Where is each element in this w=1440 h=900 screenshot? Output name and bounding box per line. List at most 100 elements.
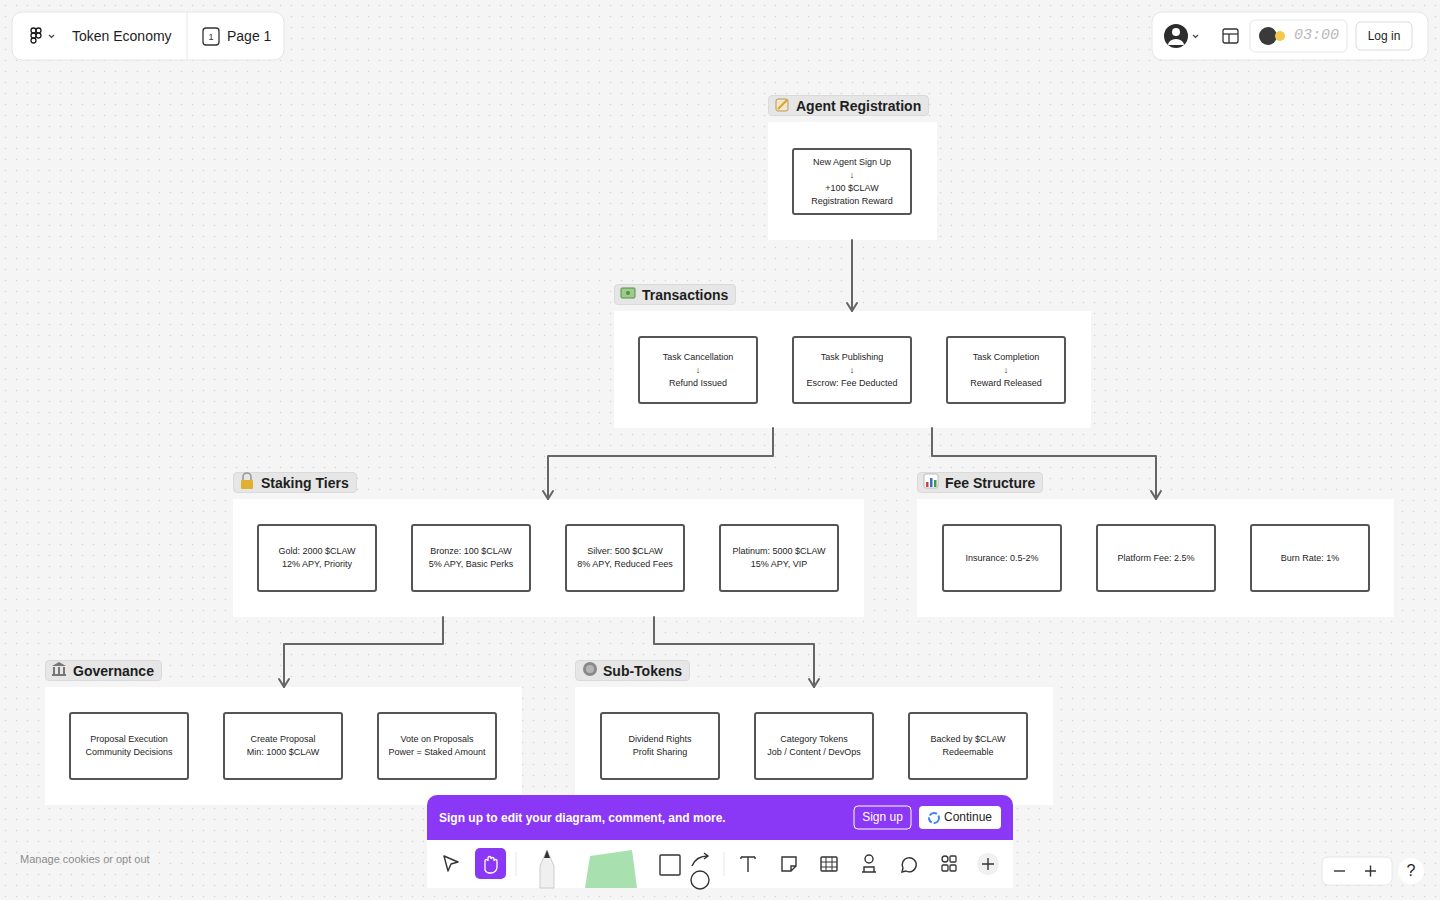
widget-tool: [950, 865, 956, 871]
section-heading: Governance: [45, 660, 162, 681]
box-text: Redeemable: [942, 746, 993, 759]
avatar: [1164, 24, 1188, 48]
table-grid: [821, 857, 837, 871]
box-text: Insurance: 0.5-2%: [965, 552, 1038, 565]
timer-icon: [1259, 27, 1277, 45]
pen-tool: [540, 850, 554, 888]
section-heading: Sub-Tokens: [575, 660, 690, 681]
continue-label: Continue: [944, 806, 1001, 829]
avatar-body: [1168, 39, 1184, 45]
flow-connector: [284, 617, 443, 687]
process-box: Proposal ExecutionCommunity Decisions: [69, 712, 189, 780]
box-text: Task Cancellation: [663, 351, 734, 364]
box-text: 15% APY, VIP: [751, 558, 807, 571]
box-text: ↓: [850, 169, 855, 182]
chevron: [1193, 35, 1198, 38]
box-text: 8% APY, Reduced Fees: [577, 558, 672, 571]
building-icon: [52, 662, 66, 676]
text-tool: [741, 857, 755, 872]
circle-tool: [691, 871, 709, 889]
box-text: Dividend Rights: [628, 733, 691, 746]
timer-readout: 03:00: [1294, 26, 1342, 46]
tool-panel: [427, 840, 1013, 888]
hand-tool-active: [475, 848, 506, 879]
divider: [724, 852, 725, 876]
process-box: Category TokensJob / Content / DevOps: [754, 712, 874, 780]
box-text: Silver: 500 $CLAW: [587, 545, 663, 558]
more-tool: [977, 853, 999, 875]
process-box: Backed by $CLAWRedeemable: [908, 712, 1028, 780]
login-label: Log in: [1356, 22, 1412, 50]
section-panel: Agent RegistrationNew Agent Sign Up↓+100…: [768, 122, 937, 240]
login-button: [1356, 22, 1412, 50]
box-text: Reward Released: [970, 377, 1042, 390]
box-text: Proposal Execution: [90, 733, 168, 746]
page-icon: [203, 28, 219, 45]
timer-star: [1275, 31, 1285, 41]
box-text: Platform Fee: 2.5%: [1117, 552, 1194, 565]
layout-icon-line: [1223, 33, 1238, 34]
zoom-panel: [1322, 857, 1392, 885]
top-right-bar: [1152, 12, 1428, 60]
memo-icon: [776, 99, 788, 111]
select-tool: [444, 856, 458, 871]
section-tool: [782, 857, 796, 871]
zoom-controls: [1322, 857, 1424, 885]
toolbar-panel: [1152, 12, 1428, 60]
process-box: Task Cancellation↓Refund Issued: [638, 336, 758, 404]
page-name: Page 1: [227, 26, 297, 46]
box-text: Backed by $CLAW: [930, 733, 1005, 746]
timer-panel: [1250, 20, 1347, 52]
bottom-toolbar: [427, 795, 1013, 889]
box-text: Task Completion: [973, 351, 1040, 364]
section-panel: Staking TiersGold: 2000 $CLAW12% APY, Pr…: [233, 499, 864, 617]
tool-panel-bottom: [427, 860, 1013, 888]
page-number: 1: [203, 28, 219, 45]
box-text: ↓: [1004, 364, 1009, 377]
file-title: Token Economy: [72, 26, 172, 46]
process-box: Gold: 2000 $CLAW12% APY, Priority: [257, 524, 377, 592]
box-text: Bronze: 100 $CLAW: [430, 545, 512, 558]
connector-tool: [692, 853, 708, 866]
widget-tool: [950, 856, 956, 862]
box-text: Create Proposal: [250, 733, 315, 746]
signup-banner: [427, 795, 1013, 888]
signup-button: [854, 806, 911, 829]
box-text: Community Decisions: [85, 746, 172, 759]
flow-connector: [851, 240, 853, 311]
box-text: Escrow: Fee Deducted: [806, 377, 897, 390]
table-tool: [821, 857, 837, 871]
widget-tool: [942, 856, 948, 862]
plus-icon: [982, 858, 994, 870]
process-box: Platinum: 5000 $CLAW15% APY, VIP: [719, 524, 839, 592]
stamp-tool: [865, 855, 873, 863]
box-text: Gold: 2000 $CLAW: [278, 545, 355, 558]
box-text: Platinum: 5000 $CLAW: [732, 545, 825, 558]
box-text: ↓: [696, 364, 701, 377]
lock-icon: [241, 473, 253, 489]
process-box: Create ProposalMin: 1000 $CLAW: [223, 712, 343, 780]
process-box: New Agent Sign Up↓+100 $CLAWRegistration…: [792, 148, 912, 215]
process-box: Dividend RightsProfit Sharing: [600, 712, 720, 780]
process-box: Task Publishing↓Escrow: Fee Deducted: [792, 336, 912, 404]
box-text: New Agent Sign Up: [813, 156, 891, 169]
process-box: Task Completion↓Reward Released: [946, 336, 1066, 404]
box-text: Burn Rate: 1%: [1281, 552, 1340, 565]
flow-connector: [548, 428, 773, 499]
flow-connector: [654, 617, 814, 687]
toolbar-panel: [12, 12, 284, 60]
flow-connector: [932, 428, 1156, 499]
box-text: Category Tokens: [780, 733, 847, 746]
box-text: Task Publishing: [821, 351, 884, 364]
continue-button: [919, 806, 1001, 829]
avatar-head: [1172, 28, 1180, 36]
box-text: Profit Sharing: [633, 746, 688, 759]
sticky-tool: [585, 850, 637, 888]
section-panel: Sub-TokensDividend RightsProfit SharingC…: [575, 687, 1053, 805]
section-panel: GovernanceProposal ExecutionCommunity De…: [45, 687, 522, 805]
banner-text: Sign up to edit your diagram, comment, a…: [439, 808, 839, 828]
box-text: Refund Issued: [669, 377, 727, 390]
process-box: Platform Fee: 2.5%: [1096, 524, 1216, 592]
